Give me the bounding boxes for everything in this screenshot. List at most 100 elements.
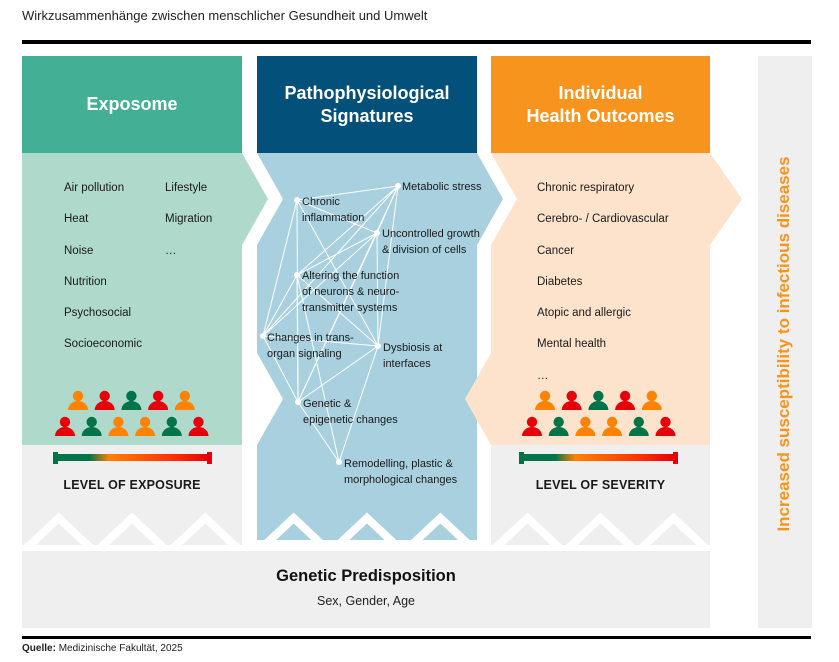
outcome-item: Mental health: [537, 338, 607, 351]
network-nodes: [260, 183, 401, 465]
side-column: [758, 56, 812, 628]
person-icon: [575, 416, 596, 436]
person-icon: [641, 390, 662, 410]
person-icon: [615, 390, 636, 410]
outcome-item: Atopic and allergic: [537, 307, 631, 320]
patho-header-bg: [257, 56, 477, 153]
person-icon: [561, 390, 582, 410]
zigzag-border: [22, 512, 710, 555]
network-edge: [376, 232, 379, 347]
exposome-item: Migration: [165, 213, 213, 226]
network-node-growth: [374, 230, 380, 236]
zigzag-baseline: [22, 545, 710, 551]
network-edge: [338, 345, 379, 463]
genetic-predisposition-subtitle: Sex, Gender, Age: [317, 594, 415, 608]
network-edge: [297, 345, 379, 403]
exposome-header-bg: [22, 56, 242, 153]
network-node-transorgan: [260, 333, 266, 339]
outcomes-list: Chronic respiratory Cerebro- / Cardiovas…: [537, 181, 669, 400]
person-icon: [161, 416, 182, 436]
zigzag-peak: [332, 512, 402, 551]
patho-header-line2: Signatures: [320, 105, 414, 126]
zigzag-peak: [97, 512, 167, 551]
zigzag-peak: [23, 512, 94, 551]
person-icon: [108, 416, 129, 436]
network-edge: [296, 232, 378, 276]
genetic-band: [22, 548, 710, 628]
zigzag-peak: [638, 512, 709, 551]
exposome-list-col1: Air pollution Heat Noise Nutrition Psych…: [64, 181, 142, 369]
bottom-rule: [22, 636, 811, 639]
person-icon: [548, 416, 569, 436]
severity-scale: [519, 452, 678, 464]
person-icon: [148, 390, 169, 410]
outcomes-header: Individual Health Outcomes: [491, 56, 710, 153]
network-label-metabolic: Metabolic stress: [402, 181, 482, 193]
person-icon: [94, 390, 115, 410]
outcome-item: Diabetes: [537, 275, 583, 288]
network-edge: [376, 185, 399, 234]
network-node-remodelling: [336, 459, 342, 465]
source-text: Medizinische Fakultät, 2025: [58, 643, 183, 654]
top-rule: [22, 40, 811, 44]
person-icon: [628, 416, 649, 436]
person-icon: [535, 390, 555, 410]
network-edge: [296, 185, 399, 276]
person-icon: [602, 416, 623, 436]
exposome-header: Exposome: [22, 56, 242, 153]
exposome-item: Lifestyle: [165, 182, 208, 194]
network-edge: [297, 232, 378, 403]
infectious-susceptibility-label: Increased susceptibility to infectious d…: [774, 156, 793, 532]
outcome-item: Cancer: [537, 244, 575, 257]
outcomes-header-line2: Health Outcomes: [526, 105, 675, 126]
person-icon: [174, 390, 195, 410]
network-edge: [297, 401, 340, 463]
exposome-item: …: [165, 244, 177, 257]
person-icon: [81, 416, 102, 436]
network-node-inflammation: [294, 197, 300, 203]
zigzag-peak: [492, 512, 563, 551]
exposome-item: Noise: [64, 244, 94, 257]
network-label-transorgan: Changes in trans-organ signaling: [267, 332, 354, 360]
exposome-header-text: Exposome: [86, 94, 178, 114]
level-of-severity-label: LEVEL OF SEVERITY: [535, 478, 666, 492]
network-edge: [262, 185, 399, 337]
exposome-item: Psychosocial: [64, 307, 132, 320]
person-icon: [135, 416, 156, 436]
network-label-genetic: Genetic &epigenetic changes: [303, 398, 398, 426]
exposure-scale: [53, 452, 212, 464]
exposome-item: Nutrition: [64, 275, 107, 288]
outcome-item: Chronic respiratory: [537, 182, 635, 194]
person-icon: [188, 416, 209, 436]
genetic-predisposition-title: Genetic Predisposition: [276, 567, 456, 585]
outcomes-header-bg: [491, 56, 710, 153]
outcomes-header-line1: Individual: [558, 82, 643, 103]
outcome-item: …: [537, 369, 549, 382]
network-label-remodelling: Remodelling, plastic &morphological chan…: [344, 458, 458, 486]
network-edge: [262, 199, 298, 337]
network-edges: [262, 185, 399, 463]
network-node-neurons: [294, 272, 300, 278]
person-icon: [68, 390, 88, 410]
person-icon: [55, 416, 75, 436]
network-edge: [262, 274, 298, 337]
network-edge: [296, 274, 379, 347]
network-edge: [296, 199, 378, 234]
network-node-dysbiosis: [375, 343, 381, 349]
source-note: Quelle: Medizinische Fakultät, 2025: [22, 643, 183, 654]
exposome-item: Air pollution: [64, 182, 125, 194]
network-edge: [296, 185, 399, 201]
zigzag-peak: [565, 512, 636, 551]
network-edge: [377, 185, 399, 347]
zigzag-peak: [258, 512, 329, 551]
network-label-growth: Uncontrolled growth& division of cells: [382, 228, 480, 256]
network-edge: [262, 335, 379, 347]
exposome-item: Socioeconomic: [64, 338, 142, 351]
outcome-item: Cerebro- / Cardiovascular: [537, 213, 669, 226]
network-edge: [296, 199, 379, 347]
patho-header: Pathophysiological Signatures: [257, 56, 477, 153]
exposome-level-bg: [22, 445, 242, 548]
exposome-people: [55, 390, 209, 436]
